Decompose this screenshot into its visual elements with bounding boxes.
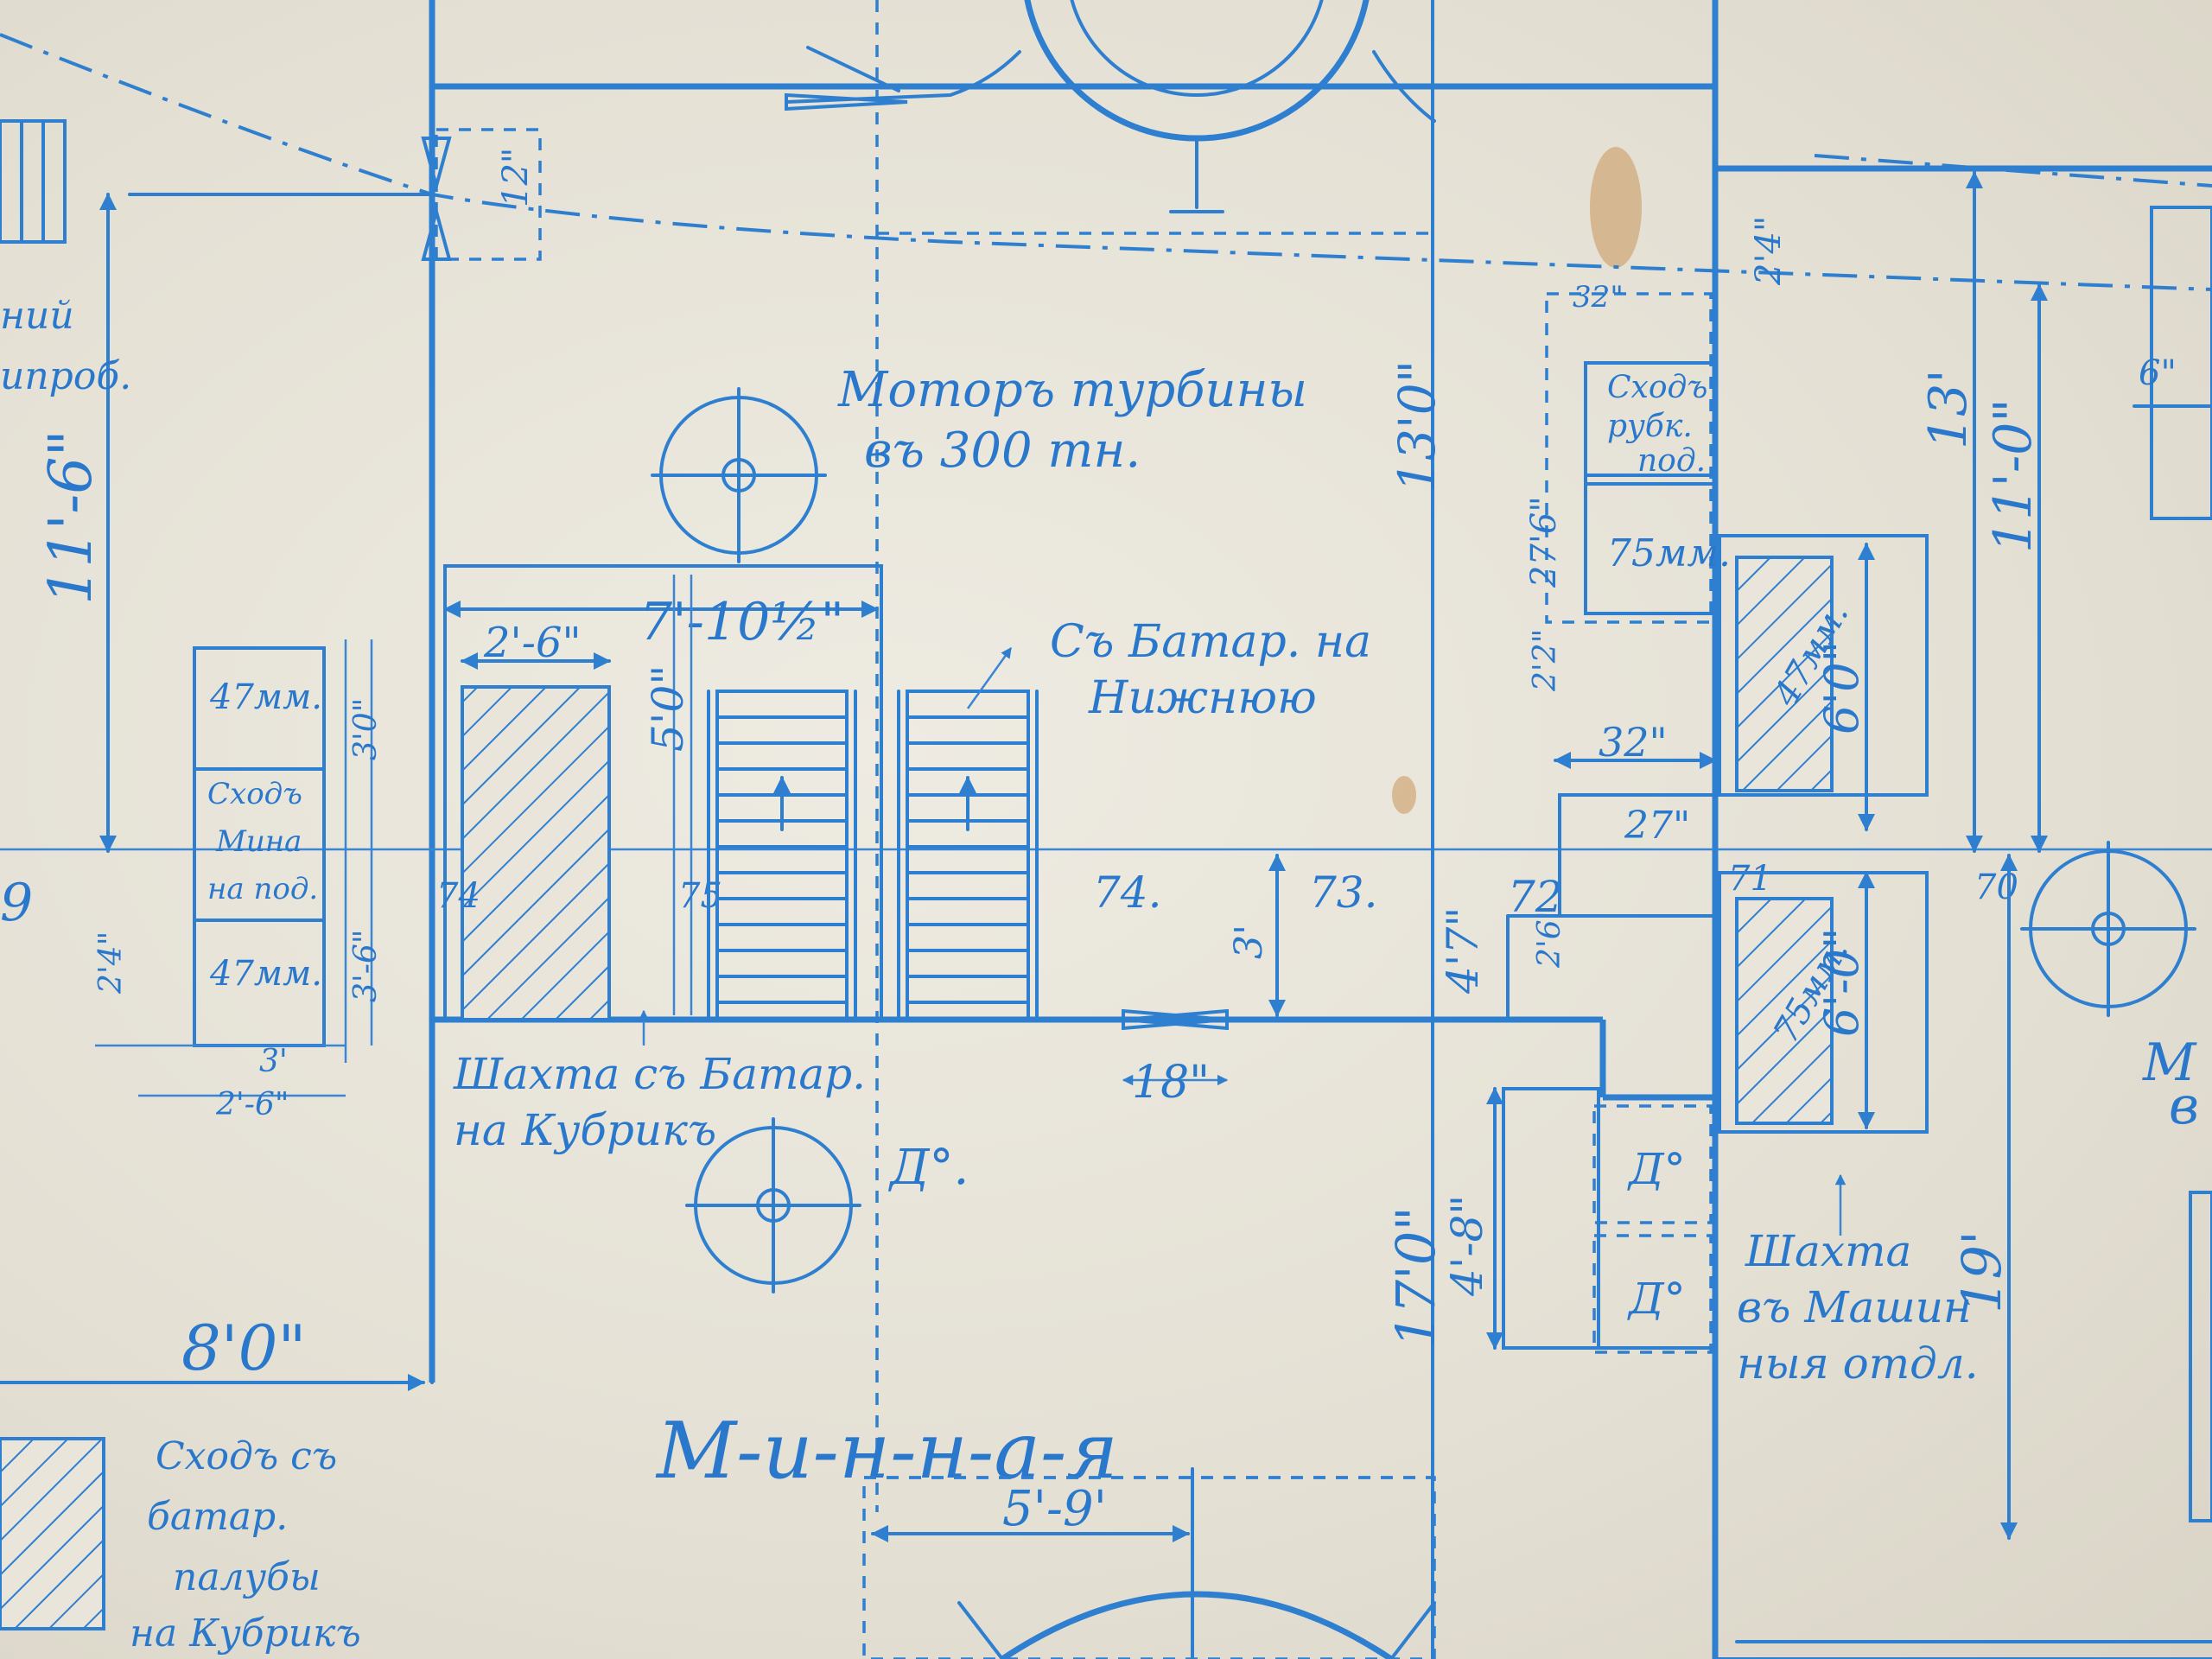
dim-2-2: 2'2" xyxy=(1528,629,1563,692)
sub-ladder-2: рубк. xyxy=(1607,409,1693,444)
station-71: 71 xyxy=(1728,859,1772,899)
dim-3: 3' xyxy=(259,1044,288,1079)
right-equipment-frame-top xyxy=(1718,534,1929,797)
dim-7-10: 7'-10½" xyxy=(639,592,844,652)
dim-2-4: 2'4" xyxy=(93,931,129,995)
top-ring xyxy=(785,0,1436,213)
left-edge-top2: ипроб. xyxy=(0,354,131,398)
dim-18in: 18" xyxy=(1132,1057,1210,1109)
axis-line xyxy=(1814,154,2212,188)
battery-label-2: Нижнюю xyxy=(1088,672,1317,724)
right-edge-label-1: М xyxy=(2142,1033,2197,1093)
dim-12: 12" xyxy=(496,148,536,207)
dim-2-4-top: 2'4" xyxy=(1749,216,1789,286)
left-ammo-boxes xyxy=(95,639,373,1097)
station-70: 70 xyxy=(1974,868,2018,907)
dim-19: 19' xyxy=(1950,1230,2013,1313)
station-72: 72 xyxy=(1508,872,1563,922)
upper-right-cabinets xyxy=(1545,292,1717,624)
dimension-12 xyxy=(421,128,542,261)
dim-3-vertical: 3' xyxy=(1227,925,1271,959)
shaft-engine-label-2: въ Машин xyxy=(1737,1282,1972,1332)
right-motor-symbol xyxy=(2020,206,2212,1017)
dim-4-7: 4'7" xyxy=(1438,907,1488,995)
ditto-motor-label: Д°. xyxy=(887,1140,969,1196)
ditto-box-2: Д° xyxy=(1627,1274,1686,1324)
left-box-label-4: на Кубрикъ xyxy=(130,1611,361,1656)
shaft-engine-label-1: Шахта xyxy=(1745,1226,1911,1276)
dim-4-8: 4'-8" xyxy=(1442,1195,1492,1297)
center-right-cabinets xyxy=(1502,1087,1717,1354)
stain-mark xyxy=(1590,147,1642,268)
dimension-11-6 xyxy=(0,119,434,853)
dim-13-0: 13'0" xyxy=(1388,360,1446,493)
shaft-battery-label-2: на Кубрикъ xyxy=(454,1105,716,1155)
shaft-engine-label-3: ныя отдл. xyxy=(1737,1338,1979,1389)
box-ladder-label: Сходъ xyxy=(207,777,302,811)
hatched-hatch-right-bottom xyxy=(1735,897,1834,1125)
dim-2-6c: 2'-6" xyxy=(215,1087,289,1122)
battery-label: Съ Батар. на xyxy=(1050,616,1371,668)
sub-ladder-1: Сходъ xyxy=(1607,370,1707,405)
dim-13-right: 13' xyxy=(1918,369,1979,449)
dim-11-0: 11'-0" xyxy=(1983,398,2044,553)
dim-2-6: 2'-6" xyxy=(483,619,582,667)
hatched-hatch-box xyxy=(0,1437,105,1630)
box-47mm-bottom: 47мм. xyxy=(209,954,322,994)
ladder-right xyxy=(897,646,1039,1021)
dim-8-0: 8'0" xyxy=(181,1312,307,1384)
dim-6: 6" xyxy=(2139,353,2177,393)
dim-3-0: 3'0" xyxy=(348,698,384,760)
turbine-motor-symbol xyxy=(651,387,827,563)
motor-turbine-label: Моторъ турбины xyxy=(837,362,1307,418)
dim-27: 27" xyxy=(1624,804,1690,848)
ditto-motor-symbol xyxy=(685,1117,861,1294)
dim-6-0-bottom: 6'-0" xyxy=(1815,927,1869,1037)
dim-32: 32" xyxy=(1599,719,1668,766)
left-box-label-1: Сходъ съ xyxy=(156,1434,337,1478)
left-box-label-2: батар. xyxy=(147,1495,288,1539)
dim-5-0: 5'0" xyxy=(643,665,693,752)
stain-mark xyxy=(1392,776,1416,814)
station-75: 75 xyxy=(678,876,722,916)
station-74a: 74. xyxy=(1093,868,1162,918)
dim-6-0-top: 6'0" xyxy=(1815,641,1869,734)
dimension-18in-marker xyxy=(1122,1008,1229,1031)
dim-27-6: 27'6" xyxy=(1524,496,1564,588)
dim-3-6: 3'-6" xyxy=(348,930,384,1002)
hatched-hatch-right-top xyxy=(1735,556,1834,792)
dim-5-9: 5'-9' xyxy=(1002,1481,1107,1537)
right-edge-frame xyxy=(2189,1191,2212,1522)
ladder-left xyxy=(707,690,857,1021)
box-47mm-top: 47мм. xyxy=(209,677,322,717)
mine-room-title: М-и-н-н-а-я xyxy=(655,1406,1118,1497)
dim-32b: 32" xyxy=(1573,280,1624,315)
box-ladder-label: Мина xyxy=(215,824,302,859)
hatched-hatch-left xyxy=(461,685,611,1021)
station-74: 74 xyxy=(436,876,480,916)
left-box-label-3: палубы xyxy=(173,1555,321,1599)
box-ladder-label: на под. xyxy=(207,872,318,906)
station-73: 73. xyxy=(1309,868,1378,918)
box-75mm: 75мм. xyxy=(1607,531,1731,575)
ditto-box-1: Д° xyxy=(1627,1144,1686,1194)
shaft-battery-label: Шахта съ Батар. xyxy=(453,1049,866,1099)
motor-turbine-capacity: въ 300 тн. xyxy=(864,423,1141,479)
dim-17-0: 17'0" xyxy=(1384,1206,1447,1348)
right-edge-label-2: в xyxy=(2169,1076,2199,1136)
equipment-frame xyxy=(443,564,883,1021)
right-equipment-frame-bottom xyxy=(1718,871,1929,1134)
left-edge-top1: ний xyxy=(0,294,74,338)
left-edge-mid: 9 xyxy=(0,873,33,933)
bottom-ring xyxy=(862,1467,1436,1659)
sub-ladder-3: под. xyxy=(1637,443,1706,479)
dim-11-6: 11'-6" xyxy=(37,429,105,605)
